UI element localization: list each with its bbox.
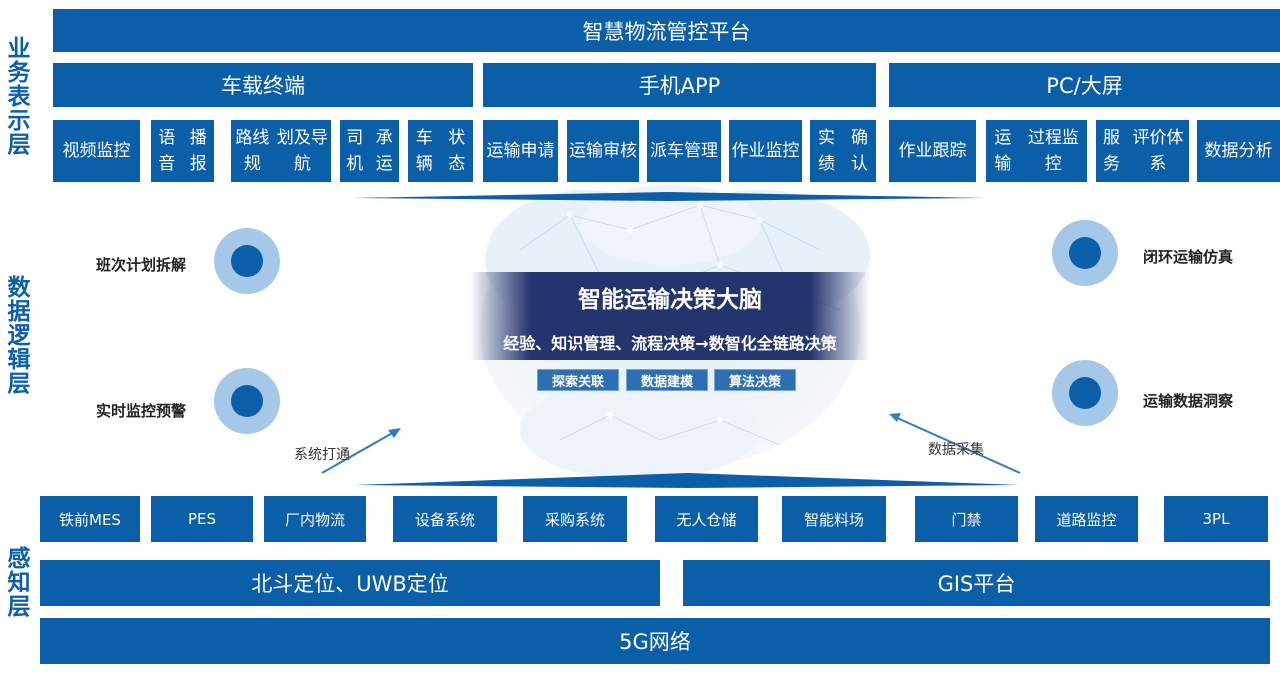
function-transport-request: 运输申请 bbox=[483, 120, 558, 182]
node-icon bbox=[1052, 220, 1118, 286]
capability-realtime-alert: 实时监控预警 bbox=[96, 402, 187, 420]
top-tapered-bar bbox=[352, 192, 985, 201]
terminal-pc-screen: PC/大屏 bbox=[889, 63, 1280, 107]
system-3pl: 3PL bbox=[1164, 496, 1268, 542]
arrow-right bbox=[894, 416, 1021, 474]
layer-label-presentation: 业务表示层 bbox=[7, 36, 31, 158]
system-pes: PES bbox=[151, 496, 253, 542]
system-plant-logistics: 厂内物流 bbox=[264, 496, 366, 542]
system-procurement: 采购系统 bbox=[523, 496, 627, 542]
capability-closed-loop-sim: 闭环运输仿真 bbox=[1143, 248, 1234, 266]
system-mes: 铁前MES bbox=[40, 496, 140, 542]
system-equipment: 设备系统 bbox=[393, 496, 497, 542]
tag-explore-association: 探索关联 bbox=[537, 369, 619, 391]
bottom-tapered-bar bbox=[355, 473, 1020, 488]
function-operation-monitor: 作业监控 bbox=[729, 120, 802, 182]
function-dispatch-management: 派车管理 bbox=[647, 120, 721, 182]
network-5g-bar: 5G网络 bbox=[40, 618, 1270, 664]
brain-subtitle: 经验、知识管理、流程决策→数智化全链路决策 bbox=[503, 334, 837, 353]
function-data-analysis: 数据分析 bbox=[1197, 120, 1280, 182]
function-transport-process-monitor: 运输过程监控 bbox=[986, 120, 1087, 182]
capability-data-insight: 运输数据洞察 bbox=[1143, 392, 1234, 410]
node-icon bbox=[214, 228, 280, 294]
system-smart-yard: 智能料场 bbox=[782, 496, 886, 542]
function-operation-tracking: 作业跟踪 bbox=[889, 120, 976, 182]
brain-title: 智能运输决策大脑 bbox=[578, 287, 762, 313]
function-transport-review: 运输审核 bbox=[567, 120, 639, 182]
node-icon bbox=[214, 368, 280, 434]
arrow-left bbox=[321, 430, 397, 474]
arrow-label-data-collect: 数据采集 bbox=[928, 442, 984, 458]
function-service-evaluation: 服务评价体系 bbox=[1096, 120, 1189, 182]
system-access-control: 门禁 bbox=[915, 496, 1018, 542]
platform-title: 智慧物流管控平台 bbox=[53, 9, 1280, 52]
arrowhead-right bbox=[889, 413, 901, 422]
positioning-bar: 北斗定位、UWB定位 bbox=[40, 560, 660, 606]
layer-label-logic: 数据逻辑层 bbox=[7, 275, 31, 397]
tag-data-modeling: 数据建模 bbox=[626, 369, 708, 391]
arrowhead-left bbox=[388, 428, 401, 438]
system-unmanned-warehouse: 无人仓储 bbox=[655, 496, 758, 542]
function-voice-broadcast: 语音播报 bbox=[151, 120, 214, 182]
gis-platform-bar: GIS平台 bbox=[683, 560, 1270, 606]
layer-label-perception: 感知层 bbox=[7, 546, 31, 620]
terminal-mobile-app: 手机APP bbox=[483, 63, 876, 107]
function-performance-confirm: 实绩确认 bbox=[810, 120, 876, 182]
system-road-monitor: 道路监控 bbox=[1035, 496, 1138, 542]
brain-band bbox=[470, 272, 870, 360]
function-driver-carrier: 司机承运 bbox=[340, 120, 399, 182]
function-route-planning: 路线规划及导航 bbox=[231, 120, 331, 182]
terminal-vehicle: 车载终端 bbox=[53, 63, 473, 107]
arrow-label-system-connect: 系统打通 bbox=[294, 447, 350, 463]
capability-shift-plan: 班次计划拆解 bbox=[96, 256, 187, 274]
function-vehicle-status: 车辆状态 bbox=[408, 120, 473, 182]
function-video-monitor: 视频监控 bbox=[53, 120, 140, 182]
tag-algorithm-decision: 算法决策 bbox=[714, 369, 796, 391]
node-icon bbox=[1052, 360, 1118, 426]
